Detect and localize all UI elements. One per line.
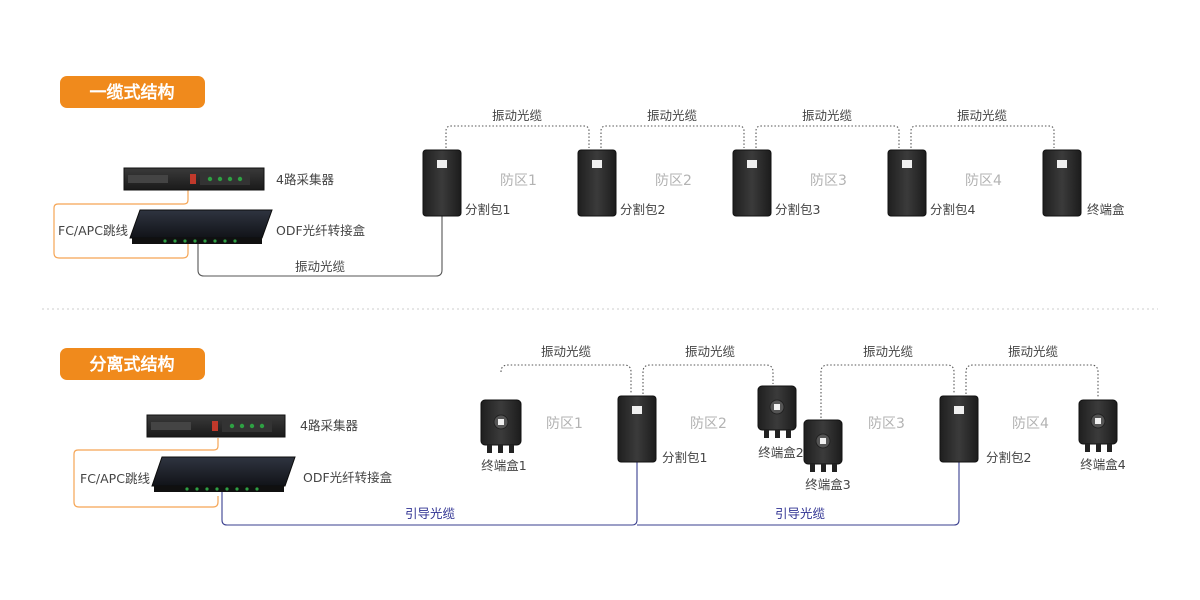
section1-box-label-3: 分割包3 [775,202,820,217]
section1-patch-loop [53,190,189,259]
section2-cable-loop-4 [965,364,1099,398]
section1-cable-loop-4 [910,125,1055,148]
section1-terminal-box [1042,149,1082,217]
section1-box-label-1: 分割包1 [465,202,510,217]
section1-splitter-box-3 [732,149,772,217]
section1-splitter-box-2 [577,149,617,217]
section1-cable-label-2: 振动光缆 [647,108,698,123]
section2-cable-loop-2 [642,364,774,394]
section2-lead-cable-2 [637,462,960,526]
section2-terminal-box-4 [1078,399,1118,452]
section2-odf-label: ODF光纤转接盒 [303,470,393,485]
section1-odf-label: ODF光纤转接盒 [276,223,366,238]
section1-cable-loop-2 [600,125,745,148]
section2-lead-label-1: 引导光缆 [405,506,456,521]
section2-cable-label-1: 振动光缆 [541,344,592,359]
section2-terminal-box-1 [480,399,522,453]
section1-splitter-box-4 [887,149,927,217]
section-one-cable: 一缆式结构 FC/APC跳线 4路采集器 ODF光纤转接盒 [53,76,1125,277]
section1-collector-device [123,167,265,191]
section2-zone-1: 防区1 [546,416,583,432]
section2-patch-label: FC/APC跳线 [80,471,150,486]
section2-cable-loop-3 [820,364,955,418]
section2-cable-label-3: 振动光缆 [863,344,914,359]
section1-collector-label: 4路采集器 [276,172,334,187]
section1-patch-label: FC/APC跳线 [58,223,128,238]
section2-title-badge [60,348,205,380]
section1-cable-label-3: 振动光缆 [802,108,853,123]
section2-zone-2: 防区2 [690,416,727,432]
section2-box-label-1: 终端盒1 [481,458,526,473]
section1-cable-label-1: 振动光缆 [492,108,543,123]
section2-splitter-box-1 [617,395,657,463]
section2-box-label-6: 终端盒4 [1080,457,1126,472]
section1-odf-device [129,209,273,244]
section2-box-label-2: 分割包1 [662,450,707,465]
section-separated: 分离式结构 FC/APC跳线 4路采集器 ODF光纤转接盒 [60,344,1126,526]
section2-odf-device [151,456,296,492]
section2-collector-label: 4路采集器 [300,418,358,433]
section1-title: 一缆式结构 [90,82,175,103]
section2-zone-3: 防区3 [868,416,905,432]
section2-title: 分离式结构 [90,354,175,375]
section2-box-label-4: 终端盒3 [805,477,850,492]
section2-patch-loop [73,438,219,508]
section1-cable-label-4: 振动光缆 [957,108,1008,123]
section1-splitter-box-1 [422,149,462,217]
section2-lead-label-2: 引导光缆 [775,506,826,521]
section2-box-label-5: 分割包2 [986,450,1031,465]
section2-lead-cable-1 [221,462,638,526]
section1-box-label-4: 分割包4 [930,202,976,217]
section2-terminal-box-2 [757,385,797,438]
section2-cable-loop-1 [500,364,632,394]
section2-zone-4: 防区4 [1012,416,1049,432]
section2-terminal-box-3 [803,419,843,472]
section1-box-label-5: 终端盒 [1087,202,1125,217]
section1-feed-cable [197,216,443,277]
section1-zone-4: 防区4 [965,173,1002,189]
section1-zone-1: 防区1 [500,173,537,189]
section2-box-label-3: 终端盒2 [758,445,803,460]
section2-collector-device [146,414,286,438]
section1-zone-2: 防区2 [655,173,692,189]
section1-box-label-2: 分割包2 [620,202,665,217]
section1-feed-cable-label: 振动光缆 [295,259,346,274]
section1-zone-3: 防区3 [810,173,847,189]
section1-cable-loop-3 [755,125,900,148]
section2-cable-label-4: 振动光缆 [1008,344,1059,359]
section2-cable-label-2: 振动光缆 [685,344,736,359]
section1-cable-loop-1 [445,125,590,148]
section2-splitter-box-2 [939,395,979,463]
section1-title-badge [60,76,205,108]
